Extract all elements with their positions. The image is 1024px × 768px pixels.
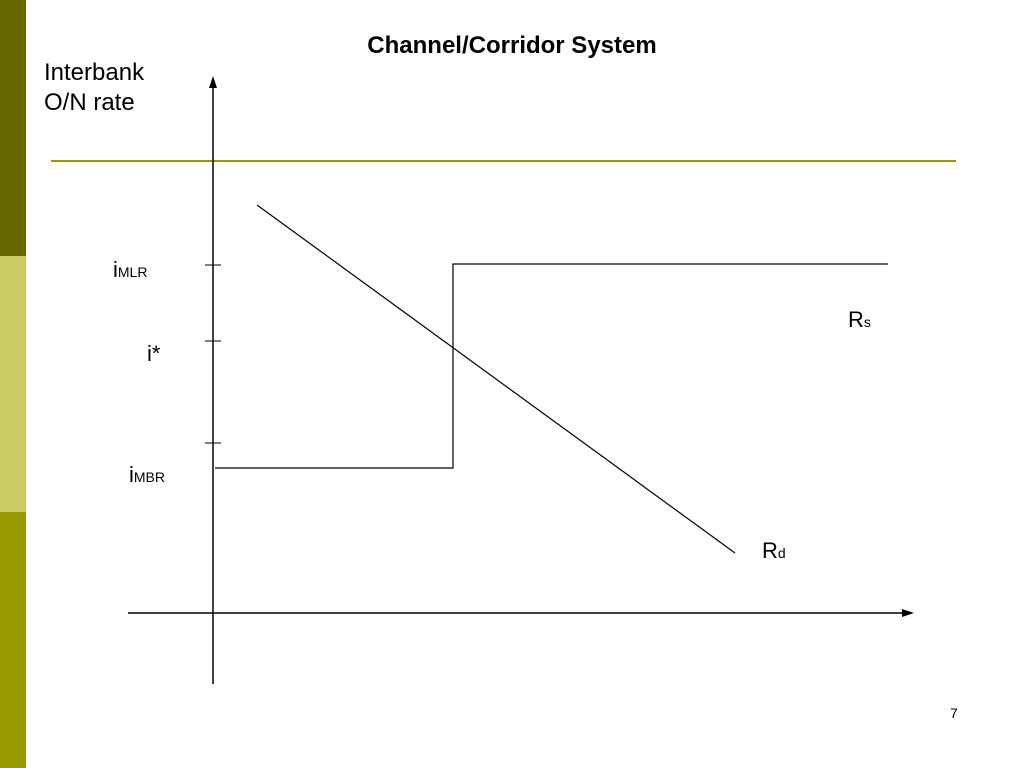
x-axis-arrowhead — [902, 609, 914, 617]
slide-number: 7 — [950, 705, 958, 721]
y-axis-arrowhead — [209, 76, 217, 88]
demand-curve-rd — [256, 204, 736, 554]
y-axis-label-line2: O/N rate — [44, 89, 135, 116]
y-axis-label-line1: Interbank — [44, 59, 145, 86]
slide-title: Channel/Corridor System — [367, 32, 657, 59]
sidebar-band-dark — [0, 0, 26, 256]
supply-curve-rs — [215, 263, 888, 469]
label-rs: Rs — [848, 307, 871, 332]
sidebar-decoration — [0, 0, 26, 768]
label-i-mbr: iMBR — [129, 462, 166, 487]
sidebar-band-olive — [0, 512, 26, 768]
label-i-star: i* — [147, 341, 161, 366]
sidebar-band-light — [0, 256, 26, 512]
label-i-mlr: iMLR — [113, 257, 148, 282]
label-rd: Rd — [762, 538, 786, 563]
y-axis-label: Interbank O/N rate — [44, 58, 144, 118]
